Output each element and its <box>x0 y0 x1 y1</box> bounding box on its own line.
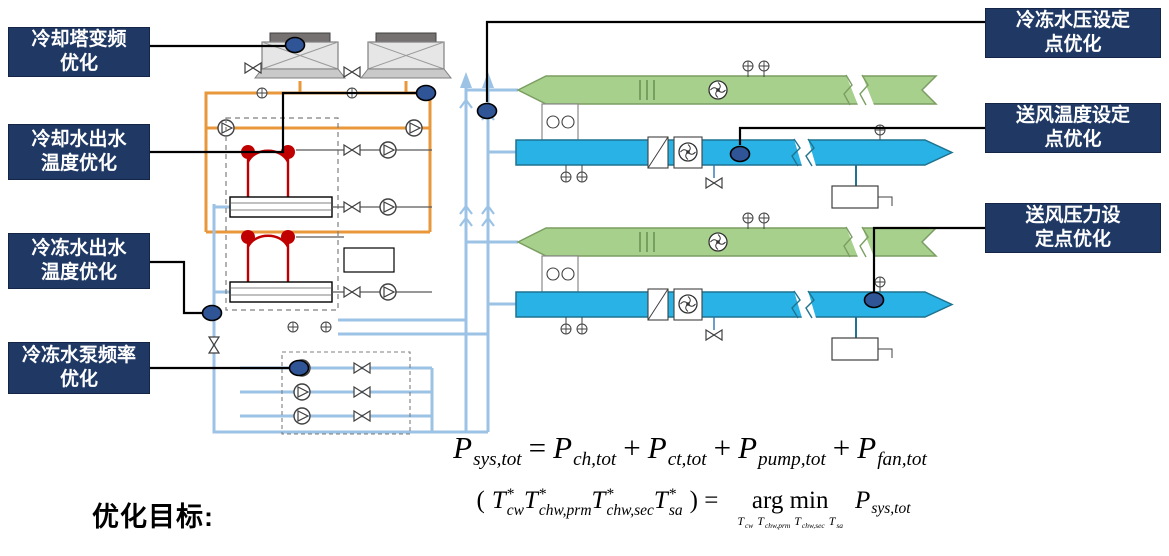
callout-line: 优化 <box>59 369 98 390</box>
ahu-train-2 <box>516 213 952 360</box>
marker-chilled-water-pressure <box>476 102 498 120</box>
callout-line: 冷冻水压设定 <box>1015 9 1130 31</box>
marker-cooling-tower-vfd <box>284 36 306 54</box>
callout-line: 冷冻水泵频率 <box>21 344 136 366</box>
callout-line: 定点优化 <box>1034 229 1111 250</box>
objective-label: 优化目标: <box>92 502 214 532</box>
callout-chilled-water-pump-freq-optimization: 冷冻水泵频率 优化 <box>8 342 150 394</box>
marker-cooling-water-outlet-temp <box>415 84 437 102</box>
callout-connectors <box>150 20 985 370</box>
heat-exchanger-box <box>343 247 395 273</box>
condenser-pump-2 <box>405 119 423 137</box>
callout-line: 温度优化 <box>40 262 117 283</box>
callout-supply-air-pressure-setpoint-optimization: 送风压力设 定点优化 <box>985 203 1161 253</box>
riser-arrow-1 <box>460 72 472 88</box>
callout-chilled-water-outlet-temp-optimization: 冷冻水出水 温度优化 <box>8 233 150 289</box>
marker-chilled-water-outlet-temp <box>201 304 223 322</box>
callout-supply-air-temp-setpoint-optimization: 送风温度设定 点优化 <box>985 103 1161 153</box>
tower-valve-2 <box>343 66 361 78</box>
callout-line: 冷却水出水 <box>31 128 127 150</box>
callout-cooling-tower-vfd-optimization: 冷却塔变频 优化 <box>8 27 150 77</box>
callout-chilled-water-pressure-setpoint-optimization: 冷冻水压设定 点优化 <box>985 8 1161 58</box>
callout-line: 优化 <box>59 53 98 74</box>
chilled-water-pump-group <box>281 351 411 435</box>
callout-line: 送风压力设 <box>1025 204 1121 226</box>
callout-line: 温度优化 <box>40 153 117 174</box>
callout-line: 送风温度设定 <box>1015 104 1130 126</box>
callout-line: 冷却塔变频 <box>31 28 127 50</box>
callout-line: 点优化 <box>1044 34 1102 55</box>
chiller-1 <box>229 145 333 218</box>
callout-cooling-water-outlet-temp-optimization: 冷却水出水 温度优化 <box>8 124 150 180</box>
chiller-2 <box>229 230 333 303</box>
ahu-train-1 <box>516 61 952 208</box>
chilled-water-piping <box>212 86 518 434</box>
marker-supply-air-pressure <box>863 291 885 309</box>
callout-line: 点优化 <box>1044 129 1102 150</box>
marker-chilled-water-pump-freq <box>288 359 310 377</box>
marker-supply-air-temp <box>729 145 751 163</box>
tower-valve-1 <box>244 62 262 74</box>
callout-line: 冷冻水出水 <box>31 237 127 259</box>
cooling-tower-2 <box>360 32 452 79</box>
